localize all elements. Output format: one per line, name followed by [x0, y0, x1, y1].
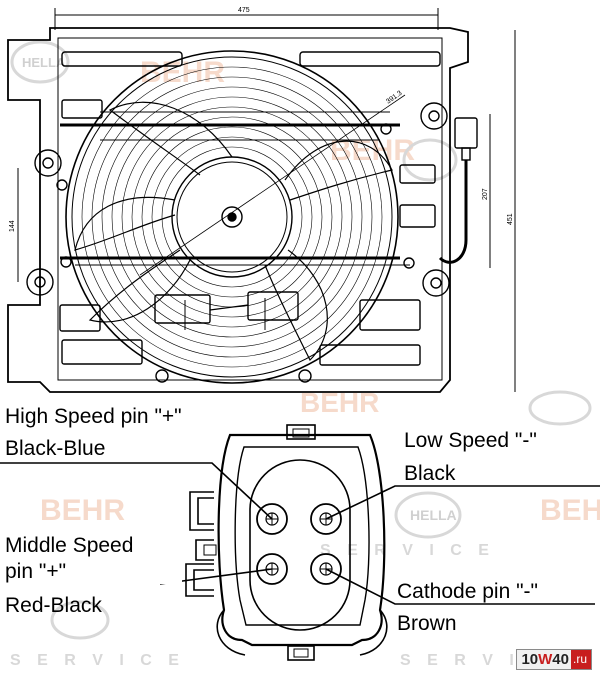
watermark-behr: BEHR — [40, 494, 125, 527]
middle-speed-wire-color: Red-Black — [5, 594, 102, 617]
watermark-service: S E R V I C E — [320, 542, 495, 559]
watermark-service: S E R V I C E — [10, 652, 185, 669]
watermark-behr: BEHR — [330, 134, 415, 167]
pin-low-speed — [310, 503, 342, 535]
watermark-behr: BEHR — [540, 494, 600, 527]
middle-speed-pin-label: Middle Speed — [5, 534, 133, 557]
cathode-pin-label: Cathode pin "-" — [397, 580, 538, 603]
leader-cathode — [325, 568, 595, 605]
pin-label-high-speed: High Speed pin "+" Black-Blue — [5, 405, 182, 460]
site-badge: 10W40.ru — [516, 649, 592, 670]
leader-high-speed — [0, 462, 273, 520]
dimension-inner-height: 207 — [482, 188, 489, 200]
leader-low-speed — [325, 485, 600, 520]
cathode-wire-color: Brown — [397, 612, 457, 635]
fan-assembly-drawing — [7, 8, 516, 393]
watermark-hella-logo — [10, 40, 592, 640]
site-badge-name: 10W40 — [517, 650, 571, 669]
connector-plug — [185, 424, 388, 661]
pin-cathode — [310, 553, 342, 585]
middle-speed-pin-sign: pin "+" — [5, 560, 66, 583]
pin-label-cathode: Cathode pin "-" Brown — [397, 580, 538, 635]
leader-lines — [0, 462, 600, 605]
low-speed-wire-color: Black — [404, 462, 456, 485]
watermark-hella: HELLA — [410, 507, 457, 523]
dimension-width: 475 — [238, 7, 250, 14]
high-speed-wire-color: Black-Blue — [5, 437, 105, 460]
site-badge-tld: .ru — [570, 650, 591, 669]
pin-label-low-speed: Low Speed "-" Black — [404, 429, 537, 485]
dimension-height: 451 — [507, 213, 514, 225]
watermark-hella: HELLA — [22, 55, 66, 70]
low-speed-pin-label: Low Speed "-" — [404, 429, 537, 452]
dimension-small-height: 144 — [9, 220, 16, 232]
pin-label-middle-speed: Middle Speed pin "+" Red-Black — [4, 532, 182, 617]
high-speed-pin-label: High Speed pin "+" — [5, 405, 182, 428]
